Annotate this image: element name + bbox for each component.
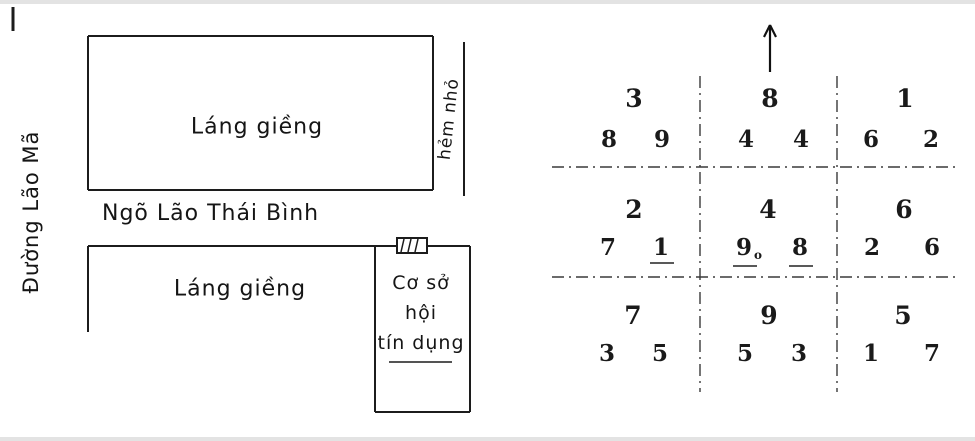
- cell-0-main: 3: [625, 84, 643, 113]
- cell-5-main: 6: [895, 195, 913, 224]
- cell-8-right: 7: [923, 340, 941, 367]
- site-sketch-lines: [11, 7, 471, 413]
- cell-0-left: 8: [600, 126, 618, 153]
- gate-hatching: [400, 238, 419, 253]
- cell-3-right: 1: [652, 234, 670, 261]
- cell-2-left: 6: [862, 126, 880, 153]
- cell-1-main: 8: [761, 84, 779, 113]
- cell-6-main: 7: [624, 301, 642, 330]
- cell-5-left: 2: [863, 234, 881, 261]
- cell-8-main: 5: [894, 301, 912, 330]
- grid-dividers: [552, 76, 955, 392]
- top-neighbor-label: Láng giềng: [190, 114, 324, 140]
- star-underline-marks: [650, 262, 813, 267]
- cell-5-right: 6: [923, 234, 941, 261]
- credit-facility-label-line1: Cơ sở: [392, 272, 450, 294]
- cell-6-right: 5: [651, 340, 669, 367]
- bottom-neighbor-label: Láng giềng: [173, 276, 307, 302]
- cell-7-right: 3: [790, 340, 808, 367]
- main-alley-label: Ngõ Lão Thái Bình: [102, 201, 320, 226]
- gate-symbol: [396, 237, 428, 254]
- cell-4-right: 8: [791, 234, 809, 261]
- cell-3-main: 2: [625, 195, 643, 224]
- cell-3-left: 7: [599, 234, 617, 261]
- credit-facility-label-line3: tín dụng: [377, 332, 465, 354]
- cell-6-left: 3: [598, 340, 616, 367]
- cell-4-main: 4: [759, 195, 777, 224]
- credit-facility-label-line2: hội: [405, 302, 437, 324]
- cell-2-main: 1: [896, 84, 914, 113]
- cell-1-right: 4: [792, 126, 810, 153]
- street-name-label: Đường Lão Mã: [19, 130, 43, 294]
- scan-edge-top: [0, 0, 975, 4]
- cell-4-left: 9: [735, 234, 753, 261]
- scan-edge-bottom: [0, 437, 975, 441]
- north-arrow-icon: [763, 24, 777, 72]
- cell-0-right: 9: [653, 126, 671, 153]
- cell-2-right: 2: [922, 126, 940, 153]
- cell-1-left: 4: [737, 126, 755, 153]
- cell-4-subscript-mark: o: [754, 248, 763, 262]
- cell-8-left: 1: [862, 340, 880, 367]
- cell-7-main: 9: [760, 301, 778, 330]
- cell-7-left: 5: [736, 340, 754, 367]
